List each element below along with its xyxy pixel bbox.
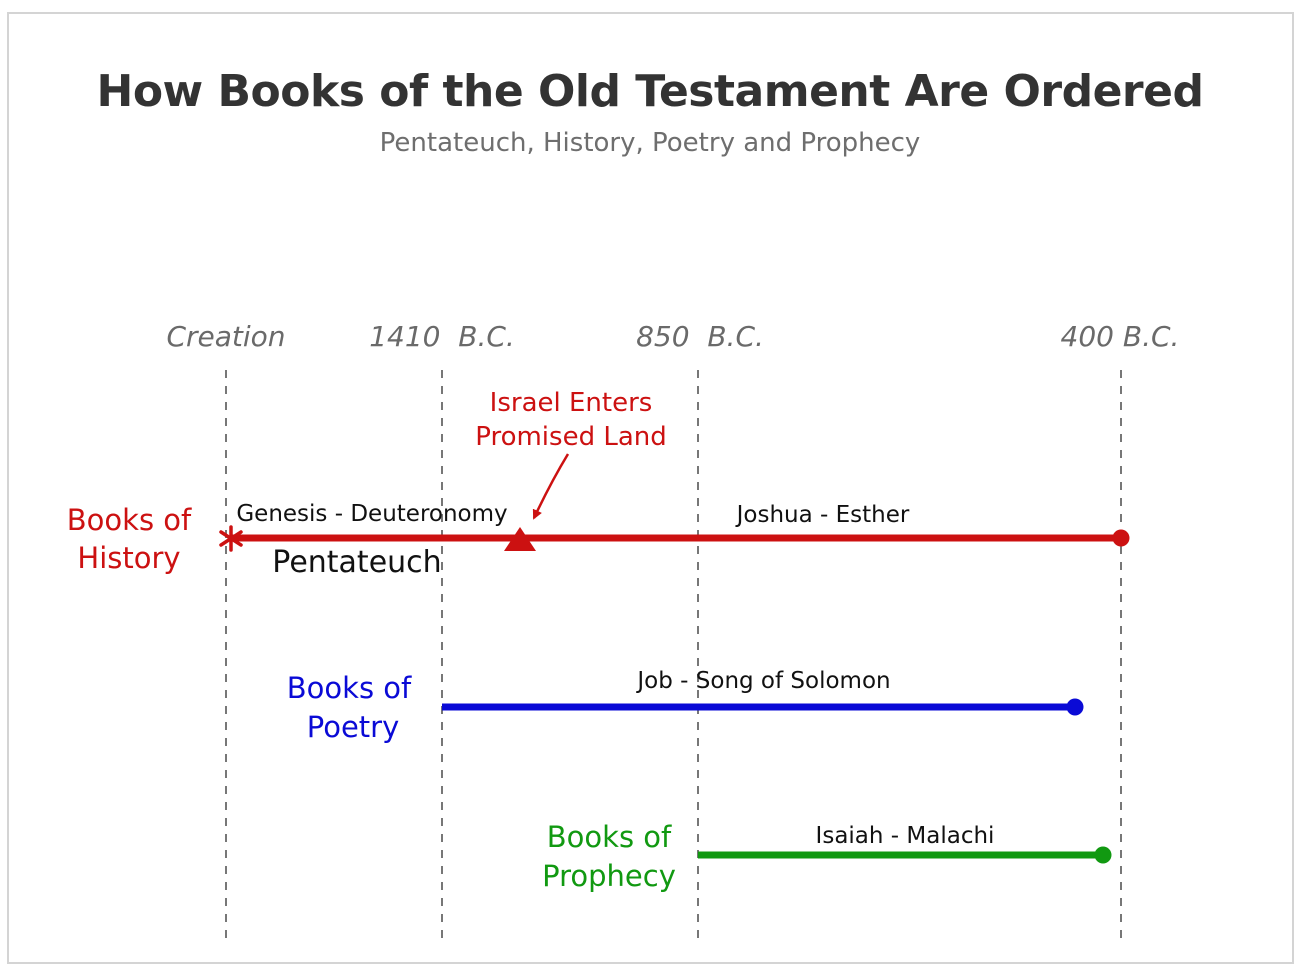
span-label-pentateuch-books: Genesis - Deuteronomy [236, 501, 507, 527]
dot-icon [1112, 529, 1130, 547]
category-label-history-line1: Books of [67, 503, 192, 537]
span-label-pentateuch: Pentateuch [272, 545, 441, 580]
category-label-history-line2: History [77, 541, 180, 575]
dot-icon [1094, 846, 1112, 864]
annotation-line2: Promised Land [475, 422, 667, 452]
diagram-subtitle: Pentateuch, History, Poetry and Prophecy [379, 128, 921, 158]
category-label-poetry-line2: Poetry [307, 710, 400, 744]
era-label-400bc: 400 B.C. [1061, 320, 1180, 353]
category-label-prophecy-line1: Books of [547, 820, 672, 854]
span-label-history-books: Joshua - Esther [735, 502, 910, 528]
span-label-poetry-books: Job - Song of Solomon [635, 668, 890, 694]
annotation-line1: Israel Enters [490, 388, 653, 418]
diagram-title: How Books of the Old Testament Are Order… [96, 66, 1204, 117]
category-label-prophecy-line2: Prophecy [542, 859, 676, 893]
annotation-arrow [532, 453, 570, 520]
diagram-frame [7, 12, 1294, 964]
category-label-poetry-line1: Books of [287, 671, 412, 705]
triangle-icon [504, 527, 536, 551]
asterisk-icon [219, 525, 243, 552]
span-label-prophecy-books: Isaiah - Malachi [816, 823, 995, 849]
era-label-creation: Creation [166, 320, 285, 353]
era-label-850bc: 850 B.C. [636, 320, 764, 353]
era-label-1410bc: 1410 B.C. [369, 320, 515, 353]
dot-icon [1066, 698, 1084, 716]
